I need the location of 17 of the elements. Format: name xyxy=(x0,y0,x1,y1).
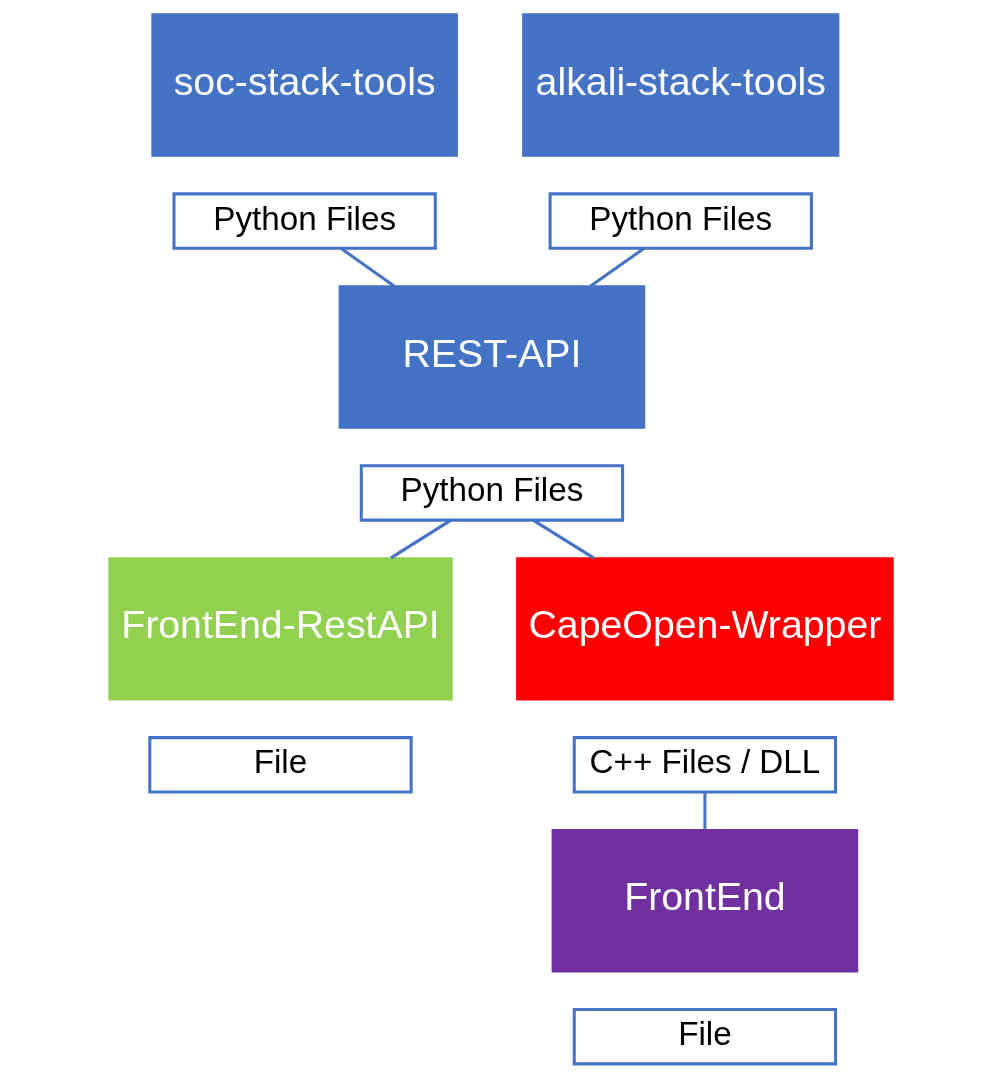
node-box: Python Files xyxy=(359,464,625,522)
connector xyxy=(390,519,452,560)
node-box: soc-stack-tools xyxy=(151,13,458,157)
node-box: alkali-stack-tools xyxy=(522,13,840,157)
connector xyxy=(532,519,595,560)
node-box: Python Files xyxy=(548,192,813,250)
node-box: File xyxy=(572,1008,838,1066)
node-box: FrontEnd xyxy=(551,829,859,973)
connector xyxy=(703,792,707,830)
node-box: C++ Files / DLL xyxy=(572,736,838,794)
node-box: Python Files xyxy=(172,192,437,250)
connector xyxy=(589,247,645,288)
connector xyxy=(340,247,395,288)
node-box: File xyxy=(148,736,413,794)
node-box: REST-API xyxy=(338,285,646,429)
node-box: CapeOpen-Wrapper xyxy=(516,557,894,701)
node-box: FrontEnd-RestAPI xyxy=(108,557,453,701)
